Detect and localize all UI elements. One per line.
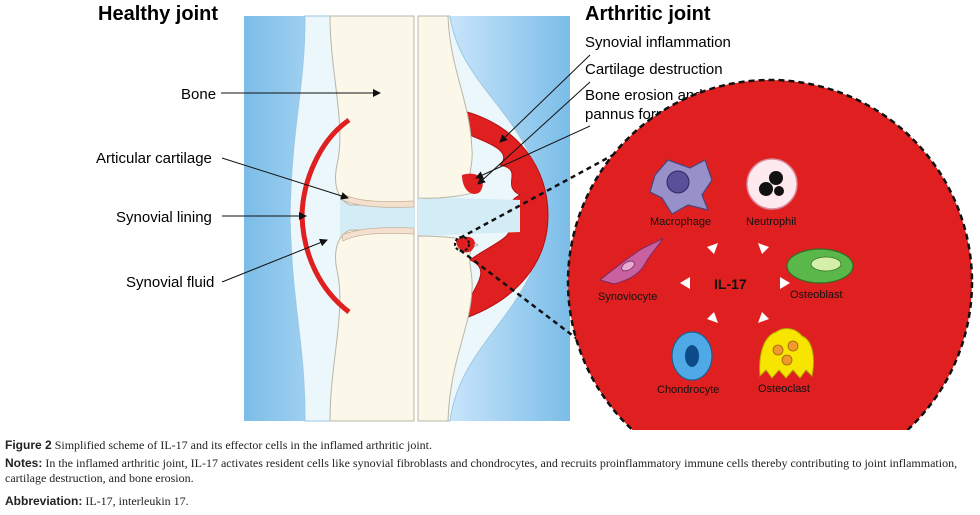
notes-text: In the inflamed arthritic joint, IL-17 a… [5,456,958,485]
arrow-synovial-fluid [221,238,328,283]
notes-label: Notes: [5,456,43,470]
label-synoviocyte: Synoviocyte [598,291,657,303]
label-articular-cartilage: Articular cartilage [96,150,212,167]
joint-diagram: Healthy joint Arthritic joint Bone Artic… [96,3,974,430]
label-chondrocyte: Chondrocyte [657,384,719,396]
figure-label: Figure 2 [5,438,52,452]
notes-caption: Notes: In the inflamed arthritic joint, … [5,456,975,486]
il17-center-label: IL-17 [714,276,747,292]
arrow-synovial-inflammation [499,54,591,143]
neutrophil-cell-icon [746,158,798,210]
healthy-joint-title: Healthy joint [98,3,218,25]
figure-caption: Figure 2 Simplified scheme of IL-17 and … [5,438,975,453]
abbreviation-label: Abbreviation: [5,494,83,508]
zoom-line-bottom [459,249,656,399]
osteoclast-cell-icon [759,328,815,379]
label-macrophage: Macrophage [650,216,711,228]
label-osteoblast: Osteoblast [790,289,843,301]
chondrocyte-cell-icon [671,331,713,381]
label-cartilage-destruction: Cartilage destruction [585,61,723,78]
label-synovial-inflammation: Synovial inflammation [585,34,731,51]
arthritic-joint-title: Arthritic joint [585,3,711,25]
il17-signal-arrows [680,243,790,323]
abbreviation-caption: Abbreviation: IL-17, interleukin 17. [5,494,975,509]
label-bone: Bone [181,86,216,103]
synoviocyte-cell-icon [598,237,664,285]
label-neutrophil: Neutrophil [746,216,796,228]
macrophage-cell-icon [649,159,713,215]
abbreviation-text: IL-17, interleukin 17. [82,494,189,508]
arrow-articular-cartilage [221,157,349,200]
zoom-focus-spot [454,236,470,252]
figure-text: Simplified scheme of IL-17 and its effec… [51,438,433,452]
arrow-bone-erosion [475,125,591,179]
osteoblast-cell-icon [786,248,854,284]
label-osteoclast: Osteoclast [758,383,810,395]
il17-effector-cells-circle: Macrophage Neutrophil Synoviocyte IL-17 [566,78,974,430]
healthy-joint-illustration [244,15,415,422]
label-synovial-lining: Synovial lining [116,209,212,226]
label-bone-erosion-line1: Bone erosion and [585,87,703,104]
label-synovial-fluid: Synovial fluid [126,274,214,291]
arrow-cartilage-destruction [477,81,591,185]
